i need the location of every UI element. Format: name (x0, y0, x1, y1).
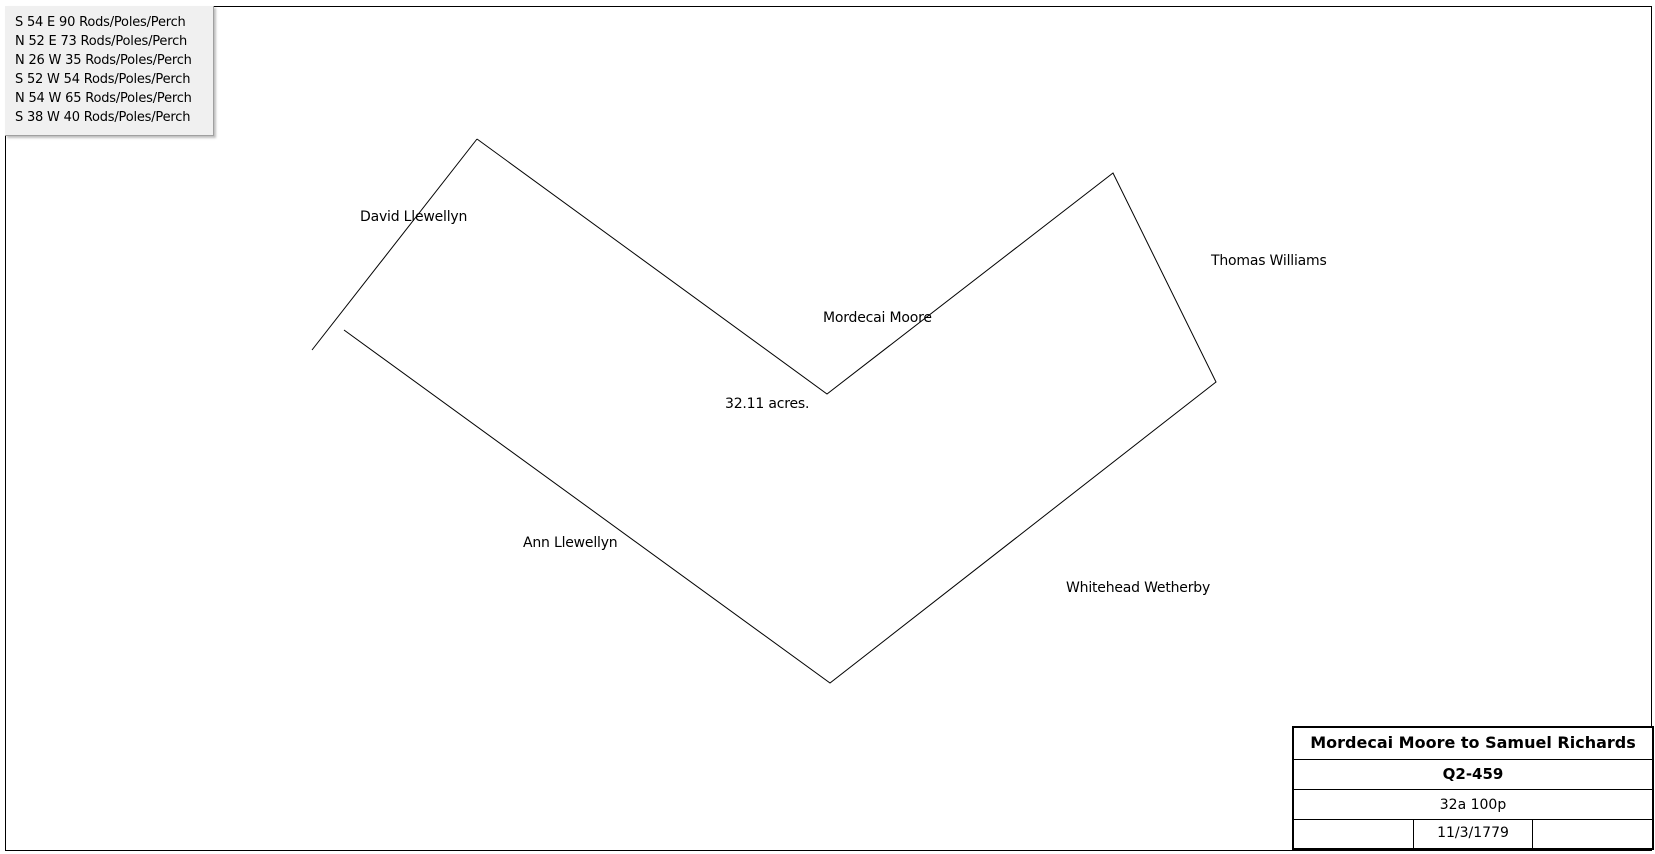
title-block-bottom-row: 11/3/1779 (1294, 820, 1652, 848)
call-line: N 54 W 65 Rods/Poles/Perch (15, 91, 192, 106)
title-block: Mordecai Moore to Samuel Richards Q2-459… (1292, 726, 1654, 850)
call-line: N 52 E 73 Rods/Poles/Perch (15, 34, 188, 49)
plat-boundary (343, 138, 1217, 684)
calls-list: S 54 E 90 Rods/Poles/Perch N 52 E 73 Rod… (5, 6, 214, 136)
call-line: S 52 W 54 Rods/Poles/Perch (15, 72, 191, 87)
neighbor-label-david-llewellyn: David Llewellyn (360, 209, 468, 225)
neighbor-label-whitehead-wetherby: Whitehead Wetherby (1066, 580, 1211, 596)
call-line: S 54 E 90 Rods/Poles/Perch (15, 15, 186, 30)
neighbor-label-thomas-williams: Thomas Williams (1211, 253, 1327, 269)
title-block-area: 32a 100p (1294, 790, 1652, 820)
area-label: 32.11 acres. (725, 396, 810, 412)
title-block-cell-left (1294, 820, 1414, 848)
neighbor-label-ann-llewellyn: Ann Llewellyn (523, 535, 618, 551)
title-block-title: Mordecai Moore to Samuel Richards (1294, 728, 1652, 760)
title-block-id: Q2-459 (1294, 760, 1652, 790)
plat-frame (5, 6, 1652, 851)
title-block-date: 11/3/1779 (1414, 820, 1534, 848)
plat-boundary-open-leg (311, 138, 478, 351)
title-block-cell-right (1533, 820, 1652, 848)
call-line: N 26 W 35 Rods/Poles/Perch (15, 53, 192, 68)
call-line: S 38 W 40 Rods/Poles/Perch (15, 110, 191, 125)
neighbor-label-mordecai-moore: Mordecai Moore (823, 310, 932, 326)
